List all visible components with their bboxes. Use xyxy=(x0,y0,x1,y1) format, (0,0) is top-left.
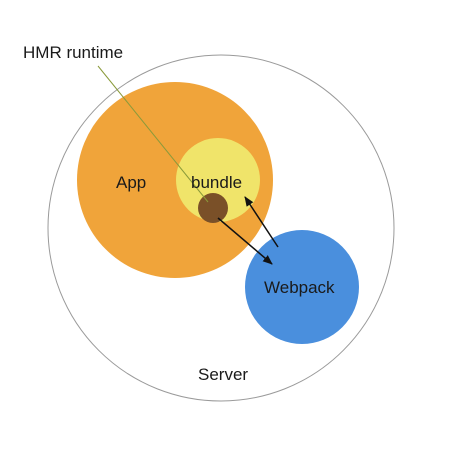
hmr-runtime-pointer-line xyxy=(97,65,209,203)
arrow-webpack-to-bundle xyxy=(244,196,279,248)
hmr-runtime-circle xyxy=(198,193,228,223)
server-circle xyxy=(47,54,395,402)
hmr-runtime-label: HMR runtime xyxy=(23,43,123,62)
app-label: App xyxy=(116,173,146,192)
server-label: Server xyxy=(198,365,248,384)
arrow-runtime-to-webpack xyxy=(217,217,273,265)
bundle-label: bundle xyxy=(191,173,242,192)
bundle-circle xyxy=(176,138,260,222)
webpack-circle xyxy=(245,230,359,344)
app-circle xyxy=(77,82,273,278)
webpack-label: Webpack xyxy=(264,278,335,297)
